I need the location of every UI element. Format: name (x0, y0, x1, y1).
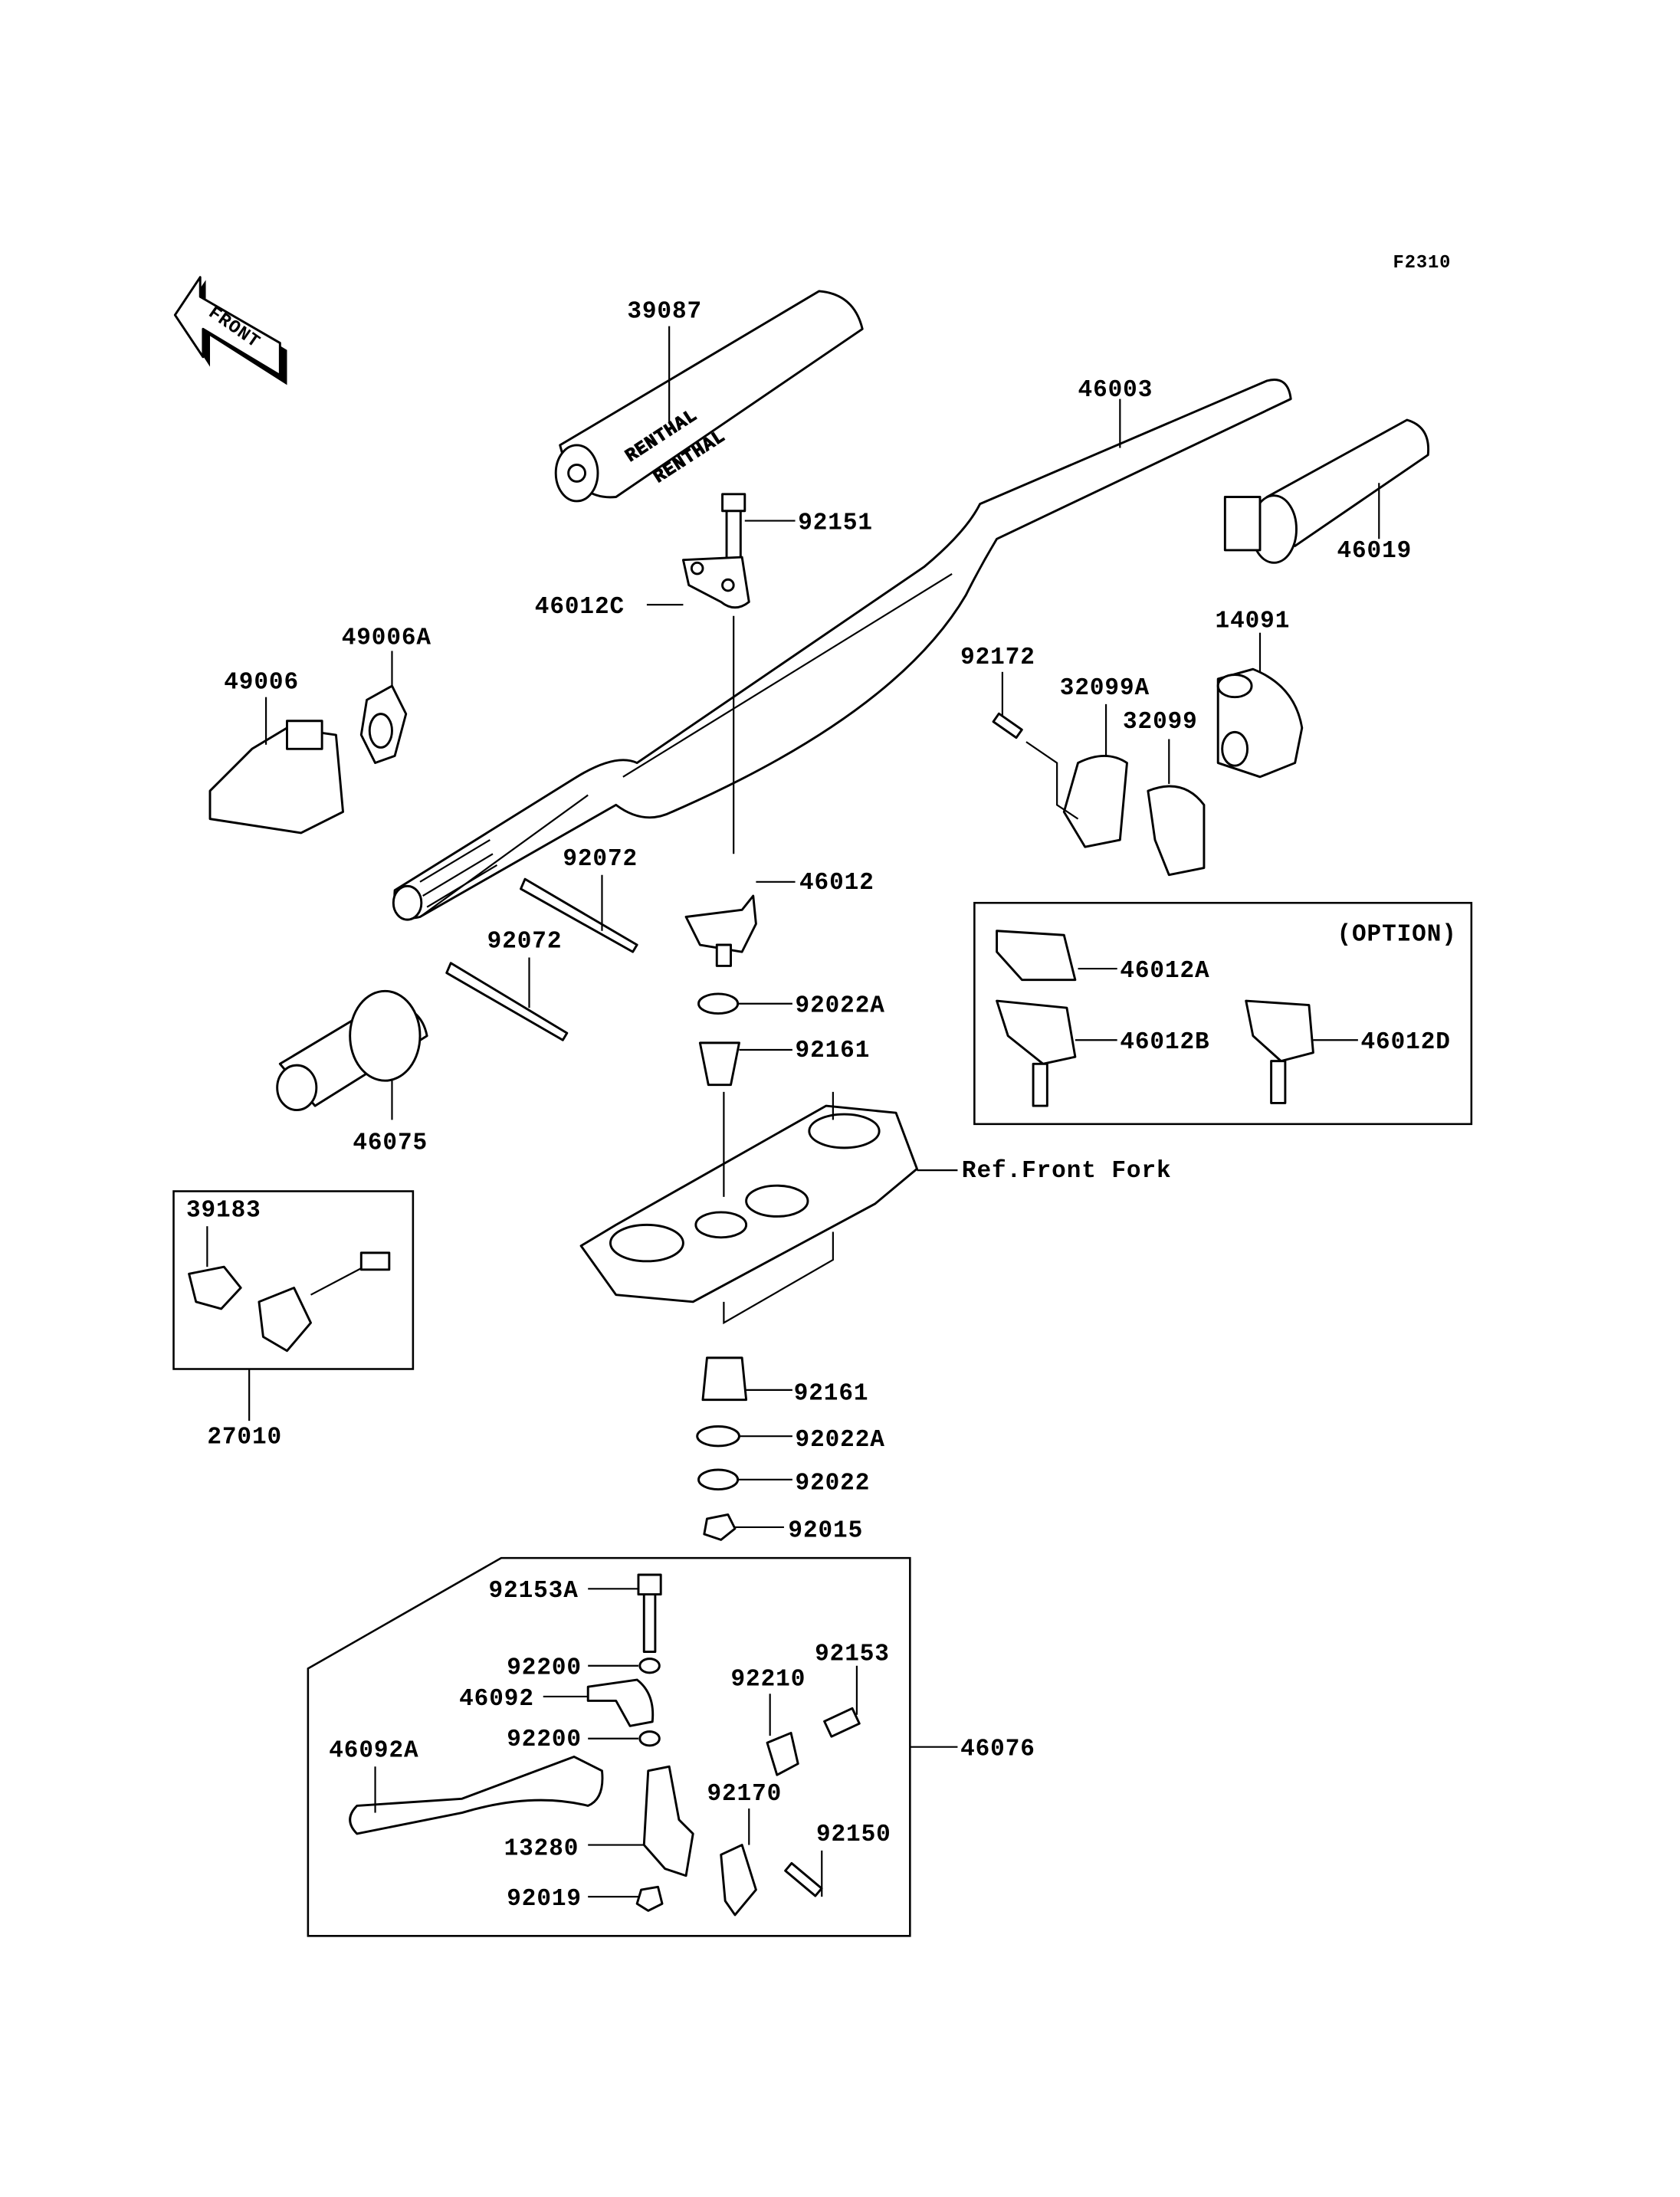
part-label-cap-14091: 14091 (1216, 608, 1291, 635)
part-label-nut-92015: 92015 (788, 1518, 863, 1545)
part-label-holder-49006: 49006 (224, 670, 299, 697)
part-label-band-2: 92072 (487, 929, 563, 956)
part-label-nut-92019: 92019 (507, 1886, 582, 1913)
part-label-adjuster-92210: 92210 (731, 1666, 806, 1693)
switch-parts (188, 1226, 391, 1421)
part-label-washer-92200-a: 92200 (507, 1655, 582, 1682)
option-title: (OPTION) (1337, 922, 1456, 949)
part-label-bolt-92153A: 92153A (489, 1578, 579, 1605)
part-label-bracket-13280: 13280 (504, 1835, 579, 1862)
front-arrow-icon: FRONT (173, 276, 287, 385)
part-label-lever-46092A: 46092A (329, 1737, 418, 1764)
adjuster (359, 651, 408, 765)
part-label-case-32099: 32099 (1123, 709, 1198, 736)
part-label-case-32099A: 32099A (1060, 675, 1150, 702)
cable-holder (208, 697, 344, 835)
upper-triple-clamp (579, 1091, 958, 1325)
part-label-throttle-grip: 46019 (1337, 538, 1412, 565)
part-label-washer-92022: 92022 (796, 1471, 871, 1497)
clamp-bolt (721, 493, 796, 569)
part-label-washer-lower: 92022A (796, 1427, 885, 1454)
part-label-bolt-92150: 92150 (816, 1822, 891, 1848)
part-number-labels: 39087 46003 46019 92151 46012C 49006A 49006 140… (186, 299, 1451, 1913)
lower-washers (696, 1356, 792, 1541)
handlebar-holder (684, 880, 796, 967)
part-label-clamp-46012C: 46012C (535, 594, 625, 621)
left-grip (276, 989, 428, 1120)
part-label-handlebar: 46003 (1078, 377, 1153, 404)
part-label-lever-holder-46092: 46092 (459, 1686, 534, 1713)
part-label-washer-92200-b: 92200 (507, 1726, 582, 1753)
upper-clamp (646, 556, 750, 854)
handlebar-pad: RENTHAL RENTHAL (554, 290, 864, 503)
upper-washer-damper (697, 992, 792, 1087)
part-label-bolt-92153: 92153 (815, 1641, 890, 1667)
lever-parts (349, 1573, 861, 1917)
part-label-damper-lower: 92161 (794, 1381, 869, 1408)
option-parts (996, 930, 1358, 1107)
part-label-grip-left: 46075 (353, 1130, 428, 1157)
switch-box (172, 1190, 415, 1370)
part-label-band-1: 92072 (563, 846, 638, 873)
throttle-grip (1223, 418, 1430, 564)
option-box (973, 901, 1473, 1126)
part-label-switch-assy: 27010 (207, 1424, 282, 1451)
cable-band (445, 874, 638, 1041)
part-label-washer-upper: 92022A (796, 993, 885, 1020)
ref-front-fork: Ref.Front Fork (962, 1158, 1172, 1185)
part-label-bolt-92151: 92151 (798, 510, 873, 537)
part-label-screw-92172: 92172 (960, 644, 1035, 671)
part-label-holder-46012: 46012 (799, 870, 874, 897)
part-label-holder-46012B: 46012B (1120, 1029, 1209, 1056)
part-label-adjuster-49006A: 49006A (342, 625, 431, 651)
part-label-switch-part: 39183 (186, 1197, 261, 1224)
part-label-lever-assy: 46076 (960, 1736, 1035, 1763)
handlebar (392, 379, 1292, 921)
throttle-cap (1216, 632, 1304, 779)
part-label-spring-92170: 92170 (707, 1781, 782, 1808)
diagram-code: F2310 (1393, 253, 1452, 274)
part-label-damper-upper: 92161 (796, 1038, 871, 1064)
part-label-holder-46012D: 46012D (1361, 1029, 1451, 1056)
throttle-case (992, 671, 1206, 877)
part-label-clamp-46012A: 46012A (1120, 958, 1209, 985)
part-label-pad: 39087 (627, 299, 702, 326)
